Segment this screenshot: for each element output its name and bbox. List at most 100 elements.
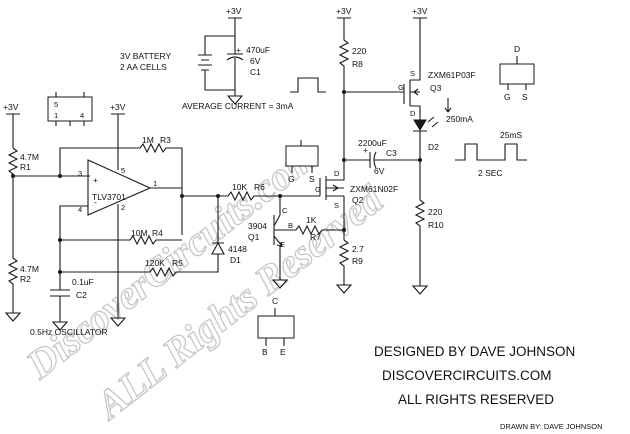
rail-q3-label: +3V (412, 6, 428, 16)
r3-ref: R3 (160, 135, 171, 145)
left-section: +3V 4.7M R1 4.7M R2 5 1 4 +3V + - TLV370… (3, 92, 320, 337)
c1-plus: + (236, 45, 241, 55)
sot-bottom-c: C (272, 296, 278, 306)
c2-ref: C2 (76, 290, 87, 300)
r5-ref: R5 (172, 258, 183, 268)
opamp-plus: + (93, 175, 98, 185)
c1-capacitor (226, 36, 244, 90)
led-current: 250mA (446, 114, 473, 124)
r5-resistor (60, 254, 219, 278)
r5-value: 120K (145, 258, 165, 268)
rail-q2-label: +3V (336, 6, 352, 16)
d1-ref: D1 (230, 255, 241, 265)
q2-ref: Q2 (352, 195, 364, 205)
r9-ref: R9 (352, 256, 363, 266)
r4-ref: R4 (152, 228, 163, 238)
ground-q1 (271, 279, 289, 289)
battery-section: +3V + 3V BATTERY 2 AA CELLS 470uF 6V C1 (120, 6, 270, 105)
q3-g: G (398, 83, 404, 92)
c2-capacitor (50, 240, 70, 322)
c1-ref: C1 (250, 67, 261, 77)
r10-ref: R10 (428, 220, 444, 230)
opamp-pin1: 1 (153, 179, 157, 188)
sot23-bottom-package: C B E (257, 296, 295, 357)
c3-plus: + (363, 145, 368, 155)
opamp-tlv3701 (87, 159, 152, 216)
q2-g: G (315, 185, 321, 194)
r8-value: 220 (352, 46, 366, 56)
c1-voltage: 6V (250, 56, 261, 66)
opamp-pin3: 3 (78, 169, 82, 178)
rail-opamp-label: +3V (110, 102, 126, 112)
sot-top-s: S (522, 92, 528, 102)
r1-resistor (7, 147, 19, 205)
r6-ref: R6 (254, 182, 265, 192)
q2-s: S (334, 201, 339, 210)
rail-left-label: +3V (3, 102, 19, 112)
r10-resistor (414, 199, 426, 286)
sot-bottom-e: E (280, 347, 286, 357)
q1-transistor: 1K R7 3904 Q1 C B E (248, 194, 344, 289)
r2-value: 4.7M (20, 264, 39, 274)
opamp-part: TLV3701 (92, 192, 126, 202)
d2-ref: D2 (428, 142, 439, 152)
sot-bottom-b: B (262, 347, 268, 357)
c3-value: 2200uF (358, 138, 387, 148)
q3-part: ZXM61P03F (428, 70, 476, 80)
r1-value: 4.7M (20, 152, 39, 162)
opamp-pin5: 5 (121, 166, 125, 175)
q3-section: +3V S G D ZXM61P03F Q3 D2 250mA 220 R10 (398, 6, 476, 295)
c2-value: 0.1uF (72, 277, 94, 287)
r9-resistor (338, 239, 350, 285)
c1-value: 470uF (246, 45, 270, 55)
battery-line2: 2 AA CELLS (120, 62, 167, 72)
pkg-pin1: 1 (54, 111, 58, 120)
sot-mid-g: G (288, 174, 295, 184)
q1-b: B (288, 221, 293, 230)
pkg-pin5: 5 (54, 100, 58, 109)
pulse-period: 2 SEC (478, 168, 503, 178)
r4-value: 10M (131, 228, 148, 238)
q1-part: 3904 (248, 221, 267, 231)
q2-part: ZXM61N02F (350, 184, 398, 194)
pulse-width: 25mS (500, 130, 523, 140)
ground-c2 (51, 321, 69, 331)
r4-resistor (60, 234, 182, 246)
q1-ref: Q1 (248, 232, 260, 242)
average-current: AVERAGE CURRENT = 3mA (182, 101, 294, 111)
q3-ref: Q3 (430, 83, 442, 93)
battery-line1: 3V BATTERY (120, 51, 172, 61)
r2-resistor (7, 205, 19, 313)
ground-opamp (109, 317, 127, 327)
c3-voltage: 6V (374, 166, 385, 176)
r3-resistor (59, 142, 183, 188)
ground-r9 (335, 284, 353, 294)
q2-section: +3V 220 R8 + 2200uF 6V C3 G D S ZXM61N02… (290, 6, 420, 294)
pkg-pin4: 4 (80, 111, 84, 120)
sot-top-g: G (504, 92, 511, 102)
credits: DESIGNED BY DAVE JOHNSON DISCOVERCIRCUIT… (374, 344, 603, 431)
r9-value: 2.7 (352, 244, 364, 254)
q1-c: C (282, 206, 288, 215)
r7-value: 1K (306, 215, 317, 225)
opamp-pin4: 4 (78, 205, 82, 214)
ground-r10 (411, 285, 429, 295)
q2-d: D (334, 169, 340, 178)
r7-resistor (274, 224, 344, 236)
q3-s: S (410, 69, 415, 78)
r2-ref: R2 (20, 274, 31, 284)
pulse-waveform: 25mS 2 SEC (455, 130, 527, 178)
opamp-minus: - (94, 197, 97, 207)
sot23-mid-package: G S (285, 140, 319, 184)
sot-mid-s: S (309, 174, 315, 184)
c3-ref: C3 (386, 148, 397, 158)
credit-site: DISCOVERCIRCUITS.COM (382, 368, 552, 383)
r3-value: 1M (142, 135, 154, 145)
d1-part: 4148 (228, 244, 247, 254)
oscillator-label: 0.5Hz OSCILLATOR (30, 327, 108, 337)
rail-battery-label: +3V (226, 6, 242, 16)
ground-r2 (4, 312, 22, 322)
r7-ref: R7 (310, 232, 321, 242)
credit-designed: DESIGNED BY DAVE JOHNSON (374, 344, 575, 359)
